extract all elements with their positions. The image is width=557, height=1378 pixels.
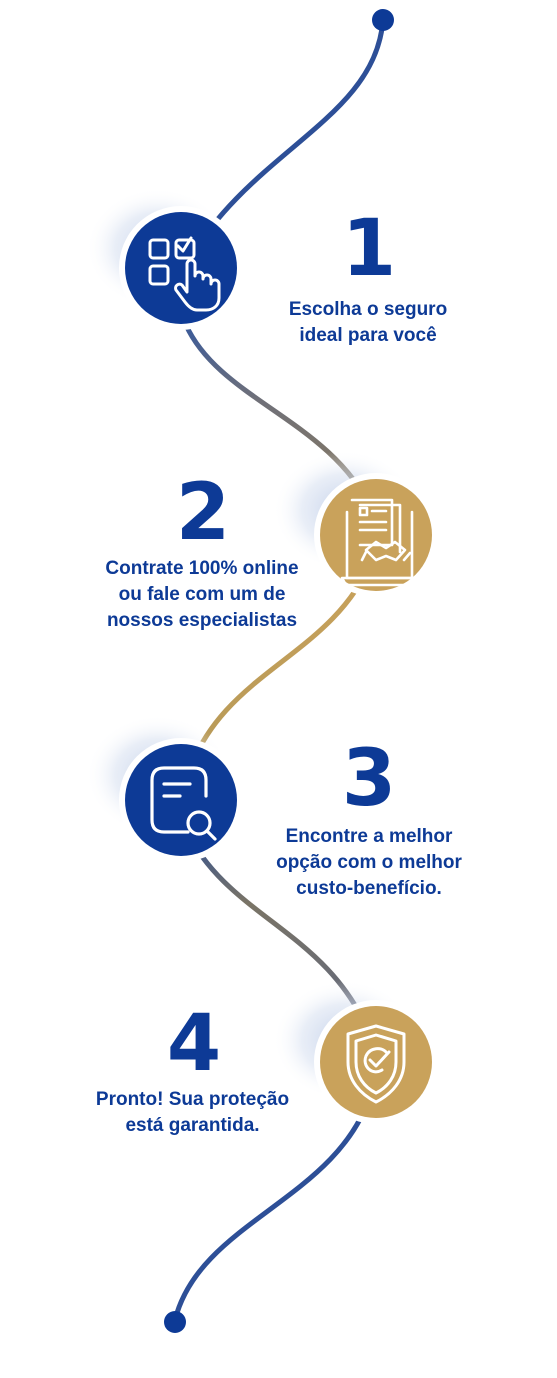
path-end-dot <box>164 1311 186 1333</box>
shield-check-icon <box>346 1024 406 1104</box>
contract-handshake-icon <box>340 498 420 587</box>
document-search-icon <box>150 766 217 841</box>
step-4-number: 4 <box>166 999 221 1089</box>
step-1-text: Escolha o seguro ideal para você <box>288 299 448 346</box>
step-4-badge <box>314 1000 438 1124</box>
step-2-number: 2 <box>175 468 230 558</box>
step-3-text: Encontre a melhor opção com o melhor cus… <box>276 826 462 899</box>
step-3-number: 3 <box>341 734 396 824</box>
step-1-badge <box>119 206 243 330</box>
checklist-touch-icon <box>148 236 221 312</box>
step-2-text: Contrate 100% online ou fale com um de n… <box>105 558 299 631</box>
step-2-badge <box>314 473 438 597</box>
step-4-text: Pronto! Sua proteção está garantida. <box>95 1089 290 1136</box>
path-segment-bottom <box>172 1087 375 1323</box>
path-start-dot <box>372 9 394 31</box>
step-3-badge <box>119 738 243 862</box>
step-1-number: 1 <box>341 204 396 294</box>
